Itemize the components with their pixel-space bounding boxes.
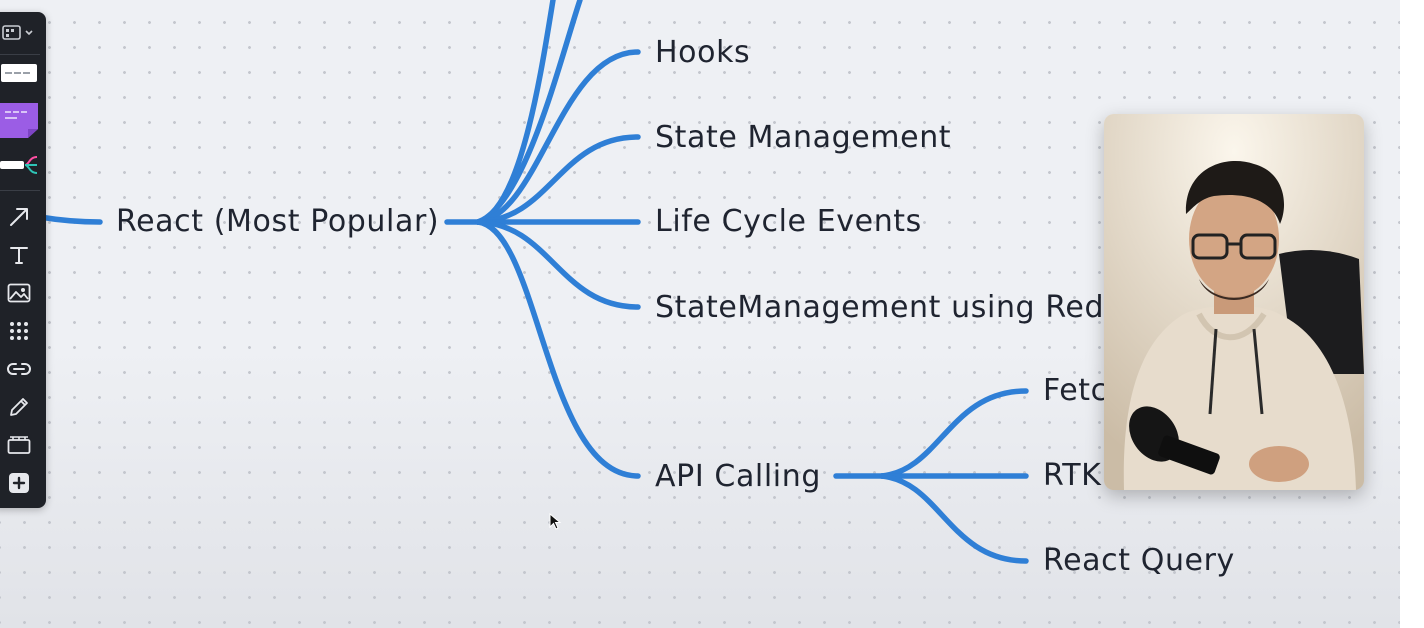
connector-hooks xyxy=(475,49,641,225)
node-state-management-redux[interactable]: StateManagement using Redu xyxy=(655,290,1124,325)
link-icon xyxy=(6,361,32,377)
text-icon xyxy=(8,244,30,266)
apps-grid-icon xyxy=(8,320,30,342)
node-life-cycle-events[interactable]: Life Cycle Events xyxy=(655,204,922,239)
mouse-cursor-icon xyxy=(549,513,562,530)
arrow-tool[interactable] xyxy=(0,202,44,232)
add-icon xyxy=(8,472,30,494)
link-tool[interactable] xyxy=(0,354,44,384)
node-fetch[interactable]: Fetc xyxy=(1043,373,1108,408)
connector-react-query xyxy=(879,473,1029,564)
connector-state-management xyxy=(475,134,641,225)
text-tool[interactable] xyxy=(0,240,44,270)
connector-parent xyxy=(37,214,103,225)
node-react-root[interactable]: React (Most Popular) xyxy=(116,204,440,239)
connector-offscreen-2 xyxy=(475,0,583,225)
toolbar-divider xyxy=(0,54,40,55)
sticky-note-button[interactable] xyxy=(0,100,44,140)
node-hooks[interactable]: Hooks xyxy=(655,35,751,70)
connector-fetch xyxy=(879,388,1029,479)
pen-tool[interactable] xyxy=(0,392,44,422)
image-icon xyxy=(7,283,31,303)
text-template-button[interactable] xyxy=(0,60,44,86)
connector-api-calling xyxy=(475,219,641,479)
arrow-icon xyxy=(8,206,30,228)
mind-map-button[interactable] xyxy=(0,152,44,178)
toolbar-divider xyxy=(0,190,40,191)
presenter-image xyxy=(1104,114,1364,490)
pen-icon xyxy=(8,396,30,418)
sticky-note-icon xyxy=(0,101,39,139)
node-api-calling[interactable]: API Calling xyxy=(655,459,821,494)
apps-tool[interactable] xyxy=(0,316,44,346)
node-state-management[interactable]: State Management xyxy=(655,120,952,155)
webcam-overlay xyxy=(1104,114,1364,490)
node-rtk[interactable]: RTK xyxy=(1043,458,1102,493)
window-edge xyxy=(1400,0,1424,628)
frame-board-icon xyxy=(7,435,31,455)
creation-toolbar xyxy=(0,12,46,508)
frame-button[interactable] xyxy=(0,18,44,48)
node-react-query[interactable]: React Query xyxy=(1043,543,1235,578)
add-more-button[interactable] xyxy=(0,468,44,498)
text-template-icon xyxy=(0,63,38,83)
connector-redux xyxy=(475,219,641,310)
mind-map-icon xyxy=(0,154,39,176)
image-tool[interactable] xyxy=(0,278,44,308)
frame-board-tool[interactable] xyxy=(0,430,44,460)
frame-icon xyxy=(2,25,36,41)
